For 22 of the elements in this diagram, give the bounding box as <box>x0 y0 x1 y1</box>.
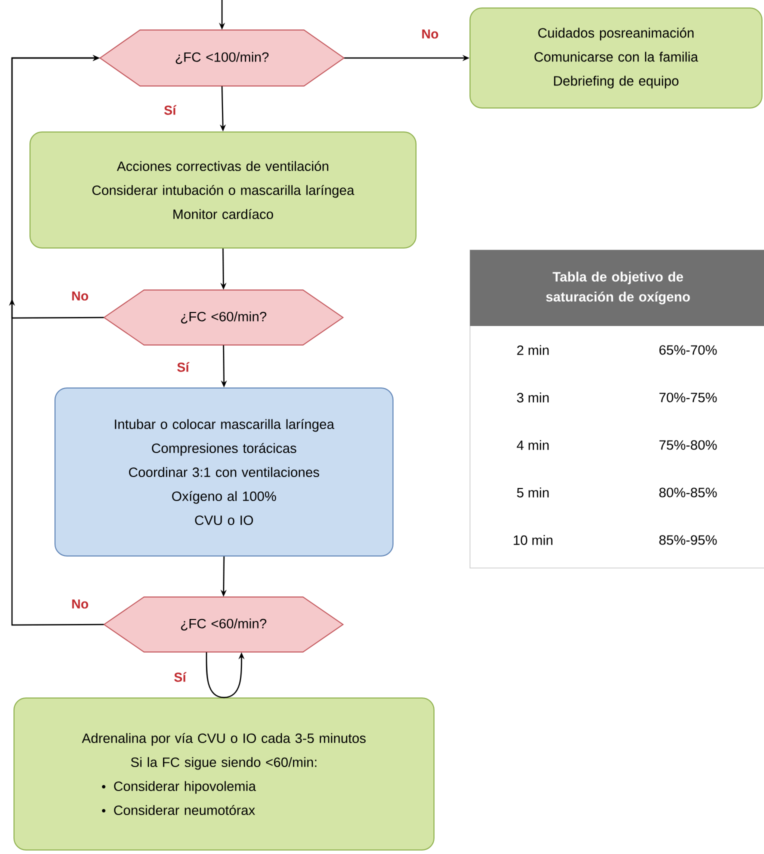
table-cell: 3 min <box>517 392 549 402</box>
table-header: Tabla de objetivo de saturación de oxígeno <box>470 250 764 326</box>
edge-label: Sí <box>176 361 190 373</box>
table-cell: 65%-70% <box>659 345 717 355</box>
table-cell: 85%-95% <box>659 535 717 545</box>
process-box: Cuidados posreanimación Comunicarse con la familia Debriefing de equipo <box>470 8 762 108</box>
table-cell: 2 min <box>517 345 549 355</box>
action-box: Intubar o colocar mascarilla laríngea Compresiones torácicas Coordinar 3:1 con ventilaciones Oxígeno al 100% CVU o IO <box>54 388 394 556</box>
arrow <box>8 54 104 626</box>
edge-label: No <box>70 598 90 610</box>
edge-label: No <box>420 28 440 40</box>
table-cell: 5 min <box>517 488 549 498</box>
edge-label: No <box>70 290 90 302</box>
process-box: Adrenalina por vía CVU o IO cada 3-5 minutos Si la FC sigue siendo <60/min: Considerar hipovolemia Considerar neumotórax <box>14 698 434 850</box>
table-cell: 80%-85% <box>659 488 717 498</box>
process-box: Acciones correctivas de ventilación Considerar intubación o mascarilla laríngea Monitor cardíaco <box>30 132 416 248</box>
table-cell: 70%-75% <box>659 392 717 402</box>
table-cell: 10 min <box>514 535 552 545</box>
edge-label: Sí <box>162 104 178 116</box>
table-cell: 4 min <box>516 440 549 450</box>
edge-label: Sí <box>172 671 188 683</box>
table-cell: 75%-80% <box>659 440 717 450</box>
